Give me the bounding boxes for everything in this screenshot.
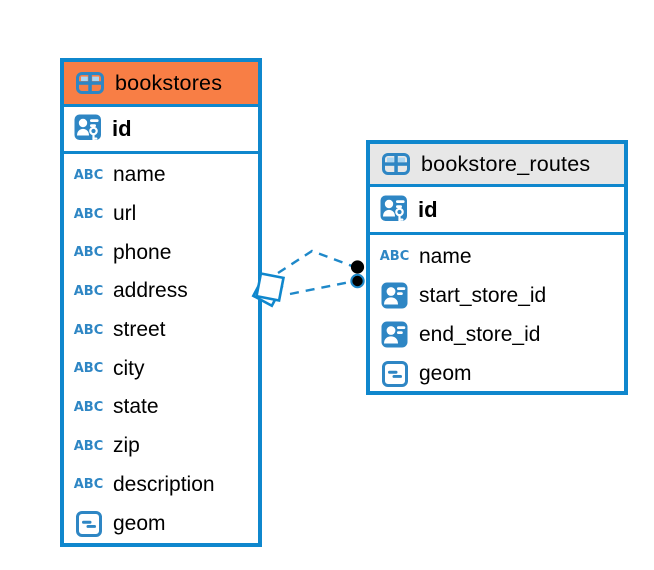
column-row[interactable]: ABC description	[64, 466, 258, 505]
column-name: geom	[419, 361, 472, 385]
table-name: bookstores	[115, 70, 223, 95]
table-icon	[73, 72, 106, 94]
entity-bookstore-routes-header[interactable]: bookstore_routes	[370, 144, 624, 187]
text-type-icon: ABC	[73, 360, 104, 377]
text-type-icon: ABC	[73, 476, 104, 493]
column-name: end_store_id	[419, 322, 541, 346]
column-row[interactable]: ABC street	[64, 311, 258, 350]
foreign-key-icon	[378, 321, 411, 348]
column-name: address	[113, 279, 188, 303]
column-row[interactable]: ABC name	[64, 156, 258, 195]
black-dots-marker	[350, 260, 365, 289]
column-row[interactable]: ABC phone	[64, 233, 258, 272]
column-row[interactable]: ABC zip	[64, 427, 258, 466]
column-row[interactable]: ABC city	[64, 349, 258, 388]
text-type-icon: ABC	[379, 248, 410, 265]
column-row[interactable]: geom	[370, 354, 624, 393]
column-row-pk[interactable]: id	[370, 187, 624, 235]
column-row[interactable]: ABC state	[64, 388, 258, 427]
column-list: ABC name start_store_id	[370, 235, 624, 393]
primary-key-icon	[71, 114, 104, 144]
geometry-type-icon	[72, 510, 105, 537]
table-icon	[379, 153, 412, 175]
foreign-key-icon	[378, 282, 411, 309]
column-name: name	[113, 163, 166, 187]
column-row[interactable]: end_store_id	[370, 315, 624, 354]
column-name: description	[113, 472, 215, 496]
column-row[interactable]: ABC name	[370, 237, 624, 276]
column-name: phone	[113, 240, 172, 264]
column-name: start_store_id	[419, 283, 547, 307]
column-name: street	[113, 318, 166, 342]
table-name: bookstore_routes	[421, 151, 591, 176]
relationship-dashed-lines	[277, 249, 353, 296]
column-name: name	[419, 244, 472, 268]
entity-bookstores-header[interactable]: bookstores	[64, 62, 258, 107]
entity-bookstore-routes[interactable]: bookstore_routes id	[366, 140, 628, 395]
column-name: state	[113, 395, 159, 419]
text-type-icon: ABC	[73, 167, 104, 184]
column-name: id	[112, 116, 132, 141]
column-row[interactable]: start_store_id	[370, 276, 624, 315]
column-name: zip	[113, 434, 140, 458]
text-type-icon: ABC	[73, 438, 104, 455]
text-type-icon: ABC	[73, 399, 104, 416]
column-row[interactable]: geom	[64, 504, 258, 543]
primary-key-icon	[377, 195, 410, 225]
text-type-icon: ABC	[73, 206, 104, 222]
column-name: url	[113, 202, 137, 226]
column-name: id	[418, 196, 438, 222]
text-type-icon: ABC	[73, 322, 104, 338]
geometry-type-icon	[378, 360, 411, 387]
text-type-icon: ABC	[73, 283, 104, 300]
column-row-pk[interactable]: id	[64, 107, 258, 154]
column-row[interactable]: ABC address	[64, 272, 258, 311]
text-type-icon: ABC	[73, 244, 104, 261]
column-name: geom	[113, 511, 166, 535]
column-name: city	[113, 356, 145, 380]
column-list: ABC name ABC url ABC phone ABC address A…	[64, 154, 258, 543]
column-row[interactable]: ABC url	[64, 195, 258, 234]
entity-bookstores[interactable]: bookstores id	[60, 58, 262, 547]
